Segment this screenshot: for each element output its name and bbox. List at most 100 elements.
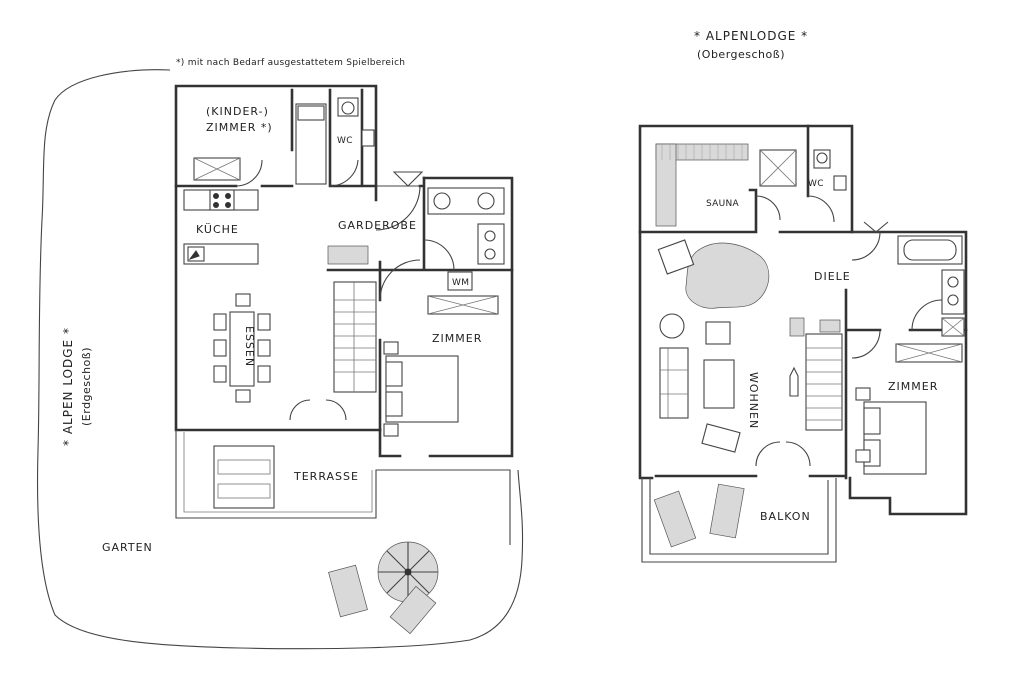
side-table [659,313,685,339]
gf-terrace-outline-inner [183,432,373,513]
gf-right-block-wall [378,176,514,458]
chair [257,339,271,357]
wc-ground-bowl [341,101,355,115]
label-garten: GARTEN [102,541,153,554]
fixture [484,230,496,242]
chair [235,293,251,307]
sink-arrow [188,250,200,260]
chair [213,365,227,383]
terrace-table [213,445,275,509]
rug [685,242,770,309]
label-garderobe: GARDEROBE [338,219,417,232]
entrance-mark [392,171,424,187]
door-sauna [755,195,781,221]
bed-kinder-pillow [297,105,325,121]
armchair [657,239,695,275]
label-balkon: BALKON [760,510,811,523]
stove [209,189,235,211]
sink-wc-ground [361,129,375,147]
garderobe-shelf [327,245,369,265]
cabinet-cross [941,317,965,337]
label-zimmer-ground: ZIMMER [432,332,482,345]
entrance-mark-upper [863,221,889,233]
staircase-ground [333,281,377,393]
sofa-cushions [660,348,688,418]
uf-title: * ALPENLODGE * [694,29,808,43]
washing-machine [447,271,473,291]
chair [257,313,271,331]
bench [217,459,271,475]
label-essen: ESSEN [243,326,256,367]
upper-floor-plan: * ALPENLODGE * (Obergeschoß) SAUNA WC DI… [638,29,968,563]
burner [213,193,219,199]
nightstand [855,449,871,463]
burner [225,193,231,199]
label-sauna: SAUNA [706,199,740,209]
label-kueche: KÜCHE [196,223,239,236]
nightstand [383,341,399,355]
deck-chair [389,585,437,635]
fixture [484,248,496,260]
chair [235,389,251,403]
door-kinder [235,159,263,187]
pillow [863,407,881,435]
sink-bath [433,192,451,210]
label-kinder-2: ZIMMER *) [206,121,273,134]
fireplace [789,366,799,397]
sink-bath [477,192,495,210]
gf-terrace-outline [175,430,511,545]
lounger [709,483,745,539]
burner [225,202,231,208]
chair-living [705,321,731,345]
wardrobe-cross [427,295,499,315]
label-kinder-1: (KINDER-) [206,105,269,118]
bed-zimmer-pillow2 [385,391,403,417]
door-garderobe [423,239,455,271]
bed-zimmer-pillow [385,361,403,387]
bench [217,483,271,499]
bench-slats [661,144,743,160]
wc-ground [337,97,359,117]
burner [213,202,219,208]
uf-balcony [641,478,837,563]
label-diele: DIELE [814,270,851,283]
wc-upper-bowl [816,152,828,164]
gf-subtitle: (Erdgeschoß) [80,347,93,426]
gf-note: *) mit nach Bedarf ausgestattetem Spielb… [176,58,405,68]
nightstand [383,423,399,437]
chair [213,313,227,331]
door-terrace [289,399,347,421]
door-balcony [755,441,811,467]
dining-table [229,311,255,387]
shelf [819,319,841,333]
fixture [947,294,959,306]
label-wm: WM [452,278,469,288]
stair-steps [334,282,376,392]
label-wc-ground: WC [337,136,353,146]
label-terrasse: TERRASSE [293,470,359,483]
label-wohnen: WOHNEN [747,372,760,429]
label-wc-upper: WC [808,179,824,189]
bath-counter-side [477,223,505,265]
bath-counter-upper [941,269,965,315]
lounger [653,490,697,548]
uf-subtitle: (Obergeschoß) [697,48,785,61]
gf-title: * ALPEN LODGE * [61,327,75,446]
gf-interior-walls [174,88,514,432]
sofa [659,347,689,419]
deck-chair [328,564,368,618]
stair-steps-upper [806,347,842,421]
sauna-bench-side [655,143,677,227]
dresser-cross [193,157,241,181]
door-zimmer-upper [851,329,881,359]
door-wc-upper [807,195,835,223]
door-diele [851,231,881,261]
chair [257,365,271,383]
fixture [947,276,959,288]
label-zimmer-upper: ZIMMER [888,380,938,393]
shower-cross [759,149,797,187]
door-entrance [375,185,421,231]
uf-interior-walls [638,124,968,480]
door-zimmer [379,259,421,301]
